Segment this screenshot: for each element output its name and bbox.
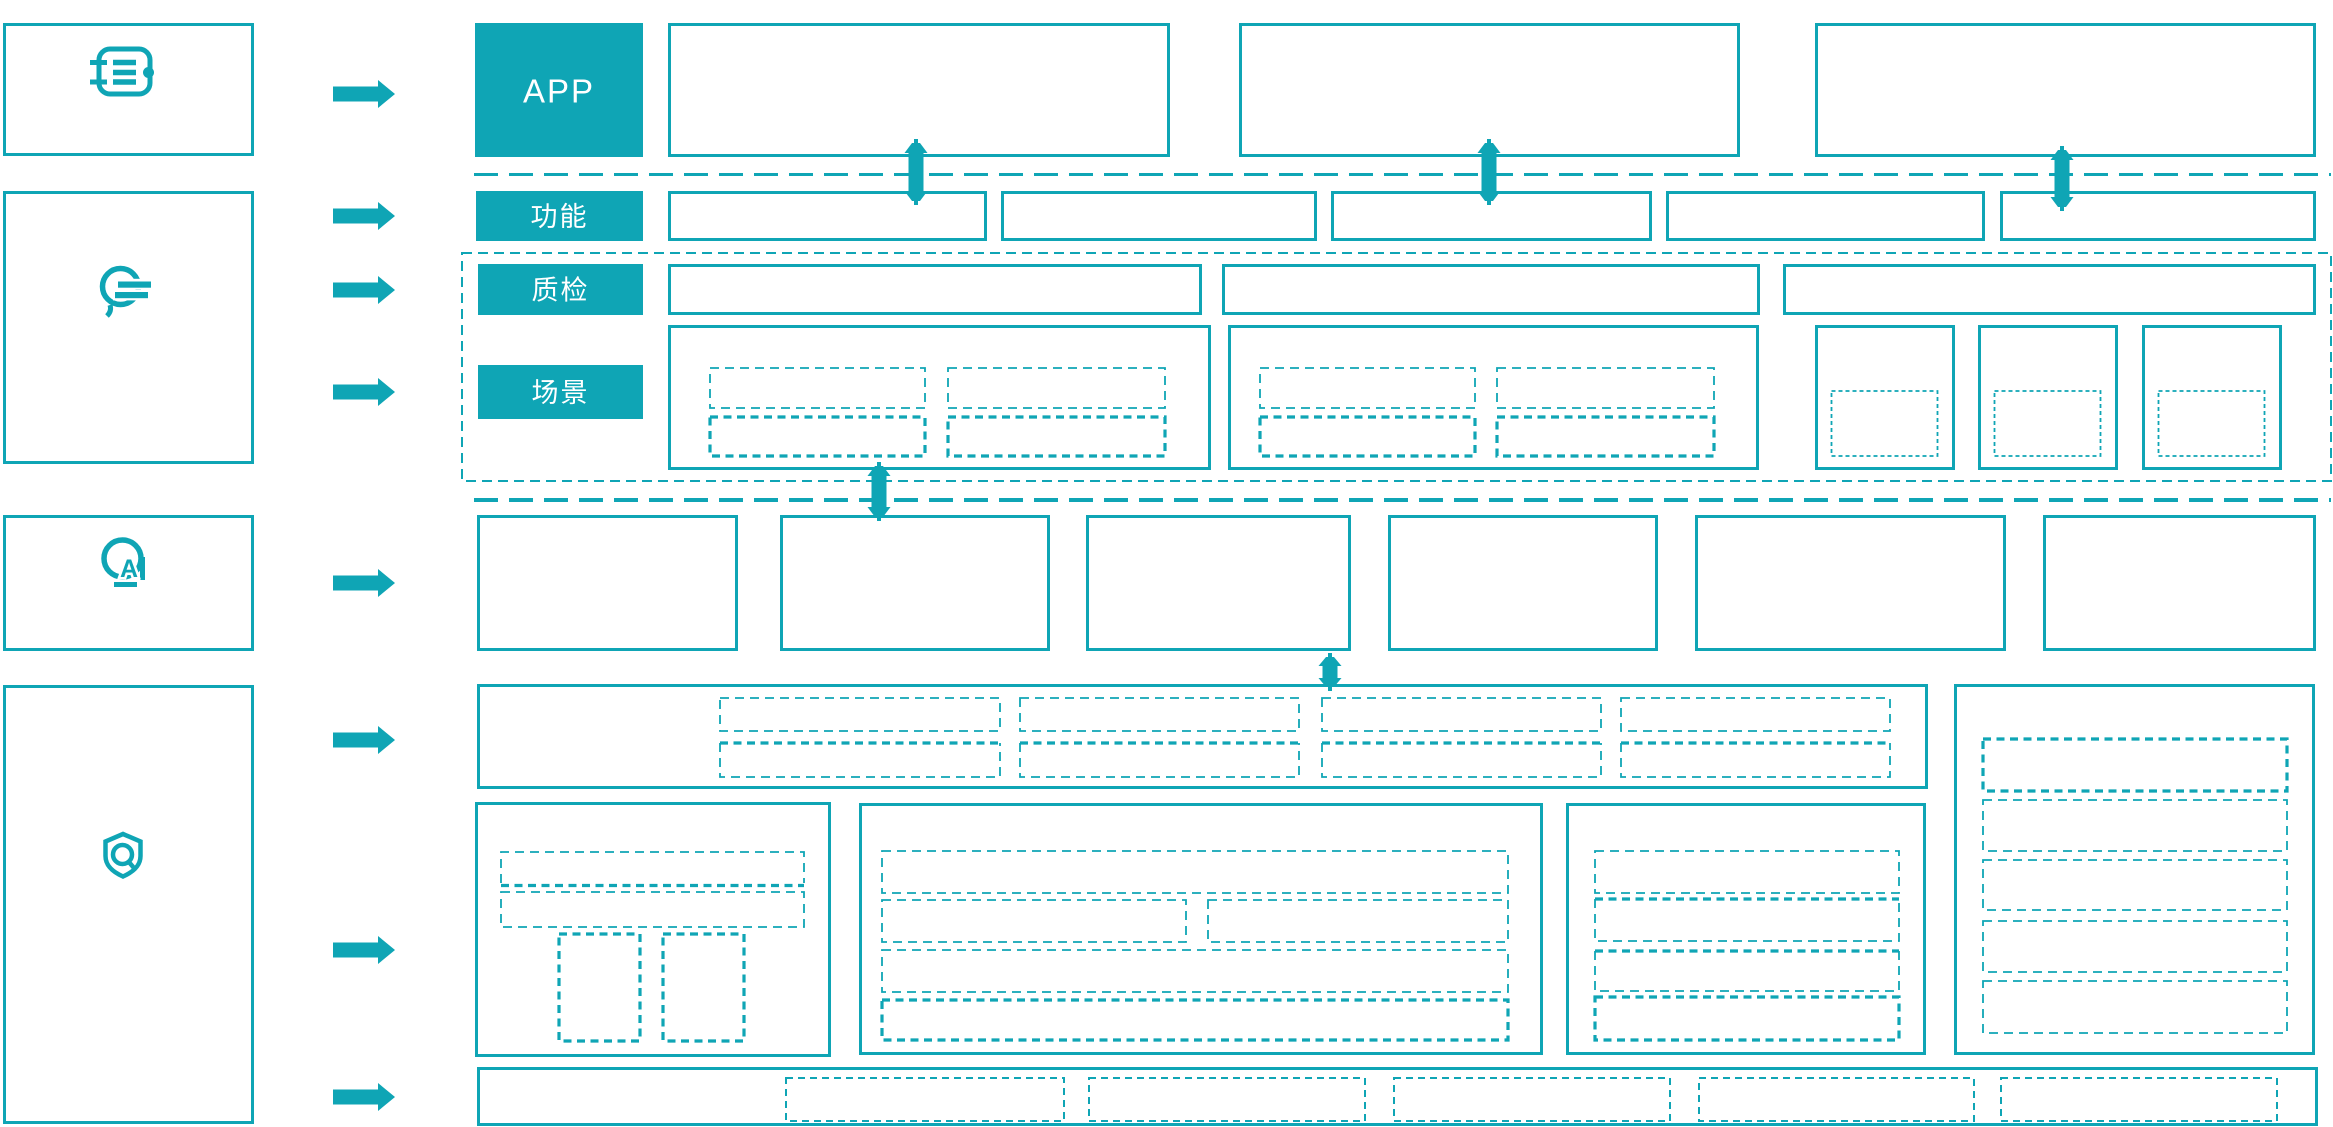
svg-text:质检: 质检: [532, 276, 590, 306]
svg-text:场景: 场景: [532, 378, 590, 408]
svg-text:功能: 功能: [531, 202, 589, 232]
svg-text:APP: APP: [523, 73, 595, 110]
svg-text:A: A: [120, 555, 138, 583]
